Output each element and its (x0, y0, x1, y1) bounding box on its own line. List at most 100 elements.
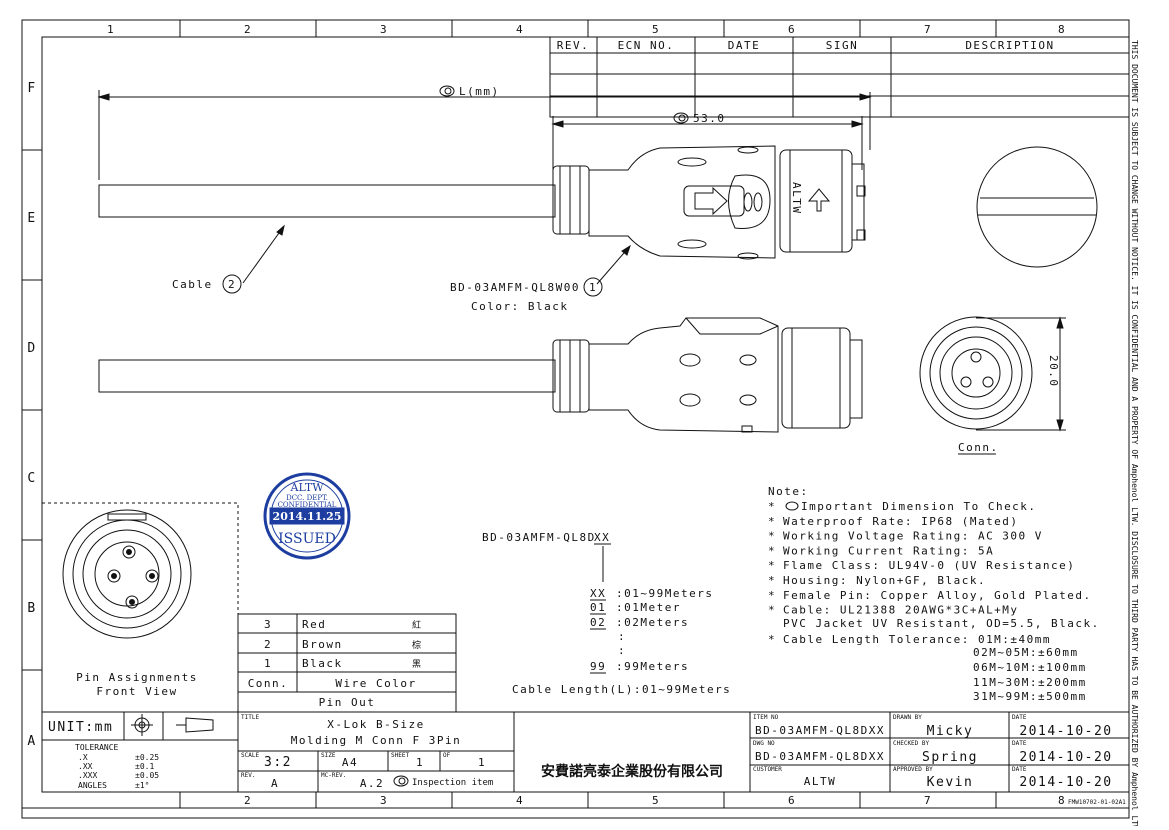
size-value: A4 (342, 756, 358, 769)
approved-by-label: APPROVED BY (893, 766, 933, 773)
note-item: Working Voltage Rating: AC 300 V (783, 530, 1043, 543)
part-code-suffix: XX (594, 531, 610, 544)
col-label: 4 (516, 23, 524, 36)
of-field-label: OF (443, 752, 451, 759)
tol-val: ±1° (135, 781, 149, 790)
pin-color: Brown (302, 638, 343, 651)
side-notice: THIS DOCUMENT IS SUBJECT TO CHANGE WITHO… (1130, 40, 1139, 826)
notes-title: Note: (768, 485, 809, 498)
customer-value: ALTW (804, 775, 837, 788)
col-label: 6 (788, 23, 796, 36)
cable-callout-label: Cable (172, 278, 213, 291)
tol-key: ANGLES (78, 781, 107, 790)
drawing-title-line2: Molding M Conn F 3Pin (291, 734, 462, 747)
drawn-by-label: DRAWN BY (893, 714, 922, 721)
row-label: F (27, 81, 36, 96)
col-label: 7 (924, 23, 932, 36)
col-label: 5 (652, 794, 660, 807)
date-header: DATE (728, 39, 761, 52)
title-block: UNIT:mm TOLERANCE .X ±0.25 .XX ±0.1 .XXX… (42, 711, 1129, 806)
grid-ticks (22, 20, 1129, 809)
pin-conn: 1 (264, 657, 272, 670)
code-row-desc: :01~99Meters (616, 587, 713, 600)
pin-conn: 2 (264, 638, 272, 651)
rev-field-label: REV. (241, 772, 255, 779)
cable-body (98, 184, 556, 218)
part-callout-number: 1 (589, 281, 597, 294)
tol-val: ±0.25 (135, 753, 159, 762)
stamp-confidential: CONFIDENTIAL (278, 501, 337, 509)
code-row-desc: :99Meters (616, 660, 689, 673)
cable-callout-number: 2 (228, 278, 236, 291)
note-tolerance: 11M~30M:±200mm (973, 676, 1087, 689)
dimension-53: 53.0 (551, 112, 864, 170)
code-row-desc: :02Meters (616, 616, 689, 629)
date-value: 2014-10-20 (1019, 750, 1112, 765)
description-header: DESCRIPTION (965, 39, 1054, 52)
column-labels: 1 2 3 4 5 6 7 8 2 3 4 5 6 7 8 F E D C B … (27, 23, 1066, 807)
code-row: 01 (590, 601, 606, 614)
pin-out-footer: Pin Out (319, 696, 376, 709)
tol-val: ±0.1 (135, 762, 154, 771)
row-label: D (27, 341, 36, 356)
end-profile-circle (976, 146, 1098, 268)
scale-value: 3:2 (264, 755, 292, 770)
item-no-label: ITEM NO (753, 714, 779, 721)
note-item: Housing: Nylon+GF, Black. (783, 574, 986, 587)
note-bullet: * (768, 633, 776, 646)
pin-assign-subtitle: Front View (96, 685, 177, 698)
col-label: 1 (107, 23, 115, 36)
pin-out-table: 3 Red 紅 2 Brown 棕 1 Black 黑 Conn. Wire C… (237, 613, 457, 713)
cable-length-text: Cable Length(L):01~99Meters (512, 683, 731, 696)
stamp-status: ISSUED (278, 531, 336, 547)
note-bullet: * (768, 515, 776, 528)
item-no-value: BD-03AMFM-QL8DXX (755, 724, 885, 737)
tolerance-label: TOLERANCE (75, 743, 119, 752)
size-field-label: SIZE (321, 752, 336, 759)
notes: Note: *Important Dimension To Check.*Wat… (768, 485, 1100, 703)
col-label: 3 (380, 794, 388, 807)
col-label: 6 (788, 794, 796, 807)
company-name: 安費諾亮泰企業股份有限公司 (541, 763, 723, 780)
top-view-assembly: ALTW (98, 145, 866, 260)
note-item: Waterproof Rate: IP68 (Mated) (783, 515, 1019, 528)
inner-border (41, 36, 1130, 793)
part-code-legend: BD-03AMFM-QL8D XX XX :01~99Meters 01 :01… (482, 531, 731, 696)
code-row-desc: :01Meter (616, 601, 681, 614)
col-label: 2 (244, 794, 252, 807)
tol-val: ±0.05 (135, 771, 159, 780)
connector-length-text: 53.0 (693, 112, 726, 125)
side-view-assembly (98, 317, 863, 433)
tol-key: .X (78, 753, 88, 762)
row-label: C (27, 471, 36, 486)
title-field-label: TITLE (241, 714, 259, 721)
note-item: Flame Class: UL94V-0 (UV Resistance) (783, 559, 1075, 572)
note-bullet: * (768, 604, 776, 617)
dwg-no-value: BD-03AMFM-QL8DXX (755, 750, 885, 763)
code-row: 02 (590, 616, 606, 629)
arrow-up-icon (807, 188, 831, 212)
sign-header: SIGN (826, 39, 859, 52)
pin-color-zh: 黑 (412, 659, 421, 670)
note-item: Cable Length Tolerance: 01M:±40mm (783, 633, 1051, 646)
row-label: E (27, 211, 36, 226)
part-color: Color: Black (471, 300, 568, 313)
customer-label: CUSTOMER (753, 766, 782, 773)
code-row: XX (590, 587, 606, 600)
code-row: 99 (590, 660, 606, 673)
form-number: FMW10702-01-02A1 (1068, 799, 1126, 806)
sheet-value: 1 (416, 756, 424, 769)
drawing-title-line1: X-Lok B-Size (327, 718, 424, 731)
date-label: DATE (1012, 714, 1027, 721)
col-label: 8 (1058, 794, 1066, 807)
code-row-ellipsis: : (618, 630, 626, 643)
arrow-right-icon (694, 186, 728, 216)
unit-label: UNIT:mm (48, 720, 113, 735)
note-cable-cont: PVC Jacket UV Resistant, OD=5.5, Black. (783, 617, 1100, 630)
strain-relief (552, 165, 590, 235)
rev-header: REV. (557, 39, 590, 52)
col-label: 8 (1058, 23, 1066, 36)
stamp-dept: DCC. DEPT. (286, 494, 328, 502)
mcrev-value: A.2 (360, 777, 384, 790)
